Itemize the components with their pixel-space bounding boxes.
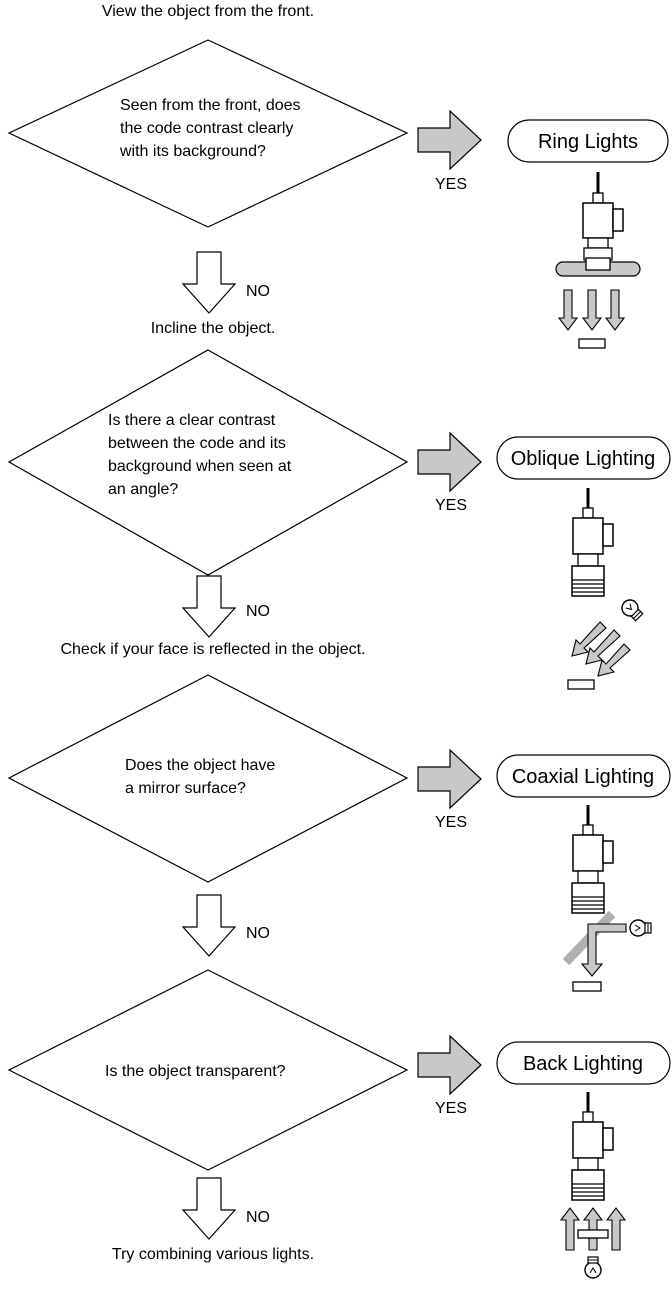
coaxial-light-bulb-icon	[629, 919, 652, 937]
question-2-line-1: Is there a clear contrast	[108, 412, 276, 429]
question-1-line-2: the code contrast clearly	[120, 120, 293, 137]
light-box-1	[507, 119, 669, 163]
question-2-line-4: an angle?	[108, 481, 178, 498]
back-light-bulb-icon	[584, 1256, 602, 1279]
ring-light-ray-right	[604, 289, 626, 331]
oblique-light-ray-3	[597, 643, 631, 677]
decision-diamond-4	[7, 969, 409, 1171]
question-2-line-3: background when seen at	[108, 458, 292, 475]
no-label-1: NO	[246, 283, 270, 300]
yes-arrow-2	[417, 431, 482, 493]
yes-label-1: YES	[435, 176, 467, 193]
decision-diamond-3	[7, 674, 409, 883]
question-1-line-3: with its background?	[119, 143, 266, 160]
coaxial-light-target	[572, 981, 602, 992]
light-box-4	[496, 1041, 671, 1085]
yes-label-3: YES	[435, 814, 467, 831]
oblique-light-bulb-icon	[617, 595, 646, 624]
oblique-light-ray-1	[571, 621, 607, 657]
light-label-back: Back Lighting	[523, 1053, 643, 1075]
question-3-line-1: Does the object have	[125, 757, 275, 774]
light-label-oblique: Oblique Lighting	[511, 448, 656, 470]
no-arrow-2	[181, 575, 237, 638]
ring-light-ray-center	[581, 289, 603, 331]
step-1-text: View the object from the front.	[102, 3, 314, 20]
question-1-line-1: Seen from the front, does	[120, 97, 301, 114]
yes-arrow-1	[417, 109, 482, 171]
no-arrow-3	[181, 894, 237, 957]
ring-light-ray-left	[557, 289, 579, 331]
light-label-ring: Ring Lights	[538, 131, 638, 153]
decision-diamond-2	[7, 349, 409, 576]
back-light-ray-left	[559, 1207, 581, 1251]
step-4-text: Try combining various lights.	[112, 1246, 314, 1263]
no-label-2: NO	[246, 603, 270, 620]
question-3-line-2: a mirror surface?	[125, 780, 246, 797]
step-3-text: Check if your face is reflected in the o…	[60, 641, 365, 658]
back-light-target	[577, 1229, 609, 1239]
oblique-light-target	[567, 679, 595, 690]
no-label-4: NO	[246, 1209, 270, 1226]
coaxial-light-ray	[580, 923, 627, 977]
ring-light-target	[578, 338, 606, 349]
light-label-coaxial: Coaxial Lighting	[512, 766, 654, 788]
light-box-3	[496, 754, 671, 798]
oblique-light-ray-2	[585, 629, 621, 665]
question-4-line-1: Is the object transparent?	[105, 1063, 286, 1080]
oblique-light-illustration	[567, 486, 646, 690]
light-box-2	[496, 436, 671, 480]
yes-label-4: YES	[435, 1100, 467, 1117]
decision-diamond-1	[7, 39, 409, 228]
step-2-text: Incline the object.	[151, 320, 276, 337]
question-2-line-2: between the code and its	[108, 435, 286, 452]
no-arrow-4	[181, 1177, 237, 1240]
back-light-illustration	[559, 1090, 627, 1279]
no-label-3: NO	[246, 925, 270, 942]
no-arrow-1	[181, 251, 237, 314]
coaxial-light-illustration	[562, 803, 652, 992]
ring-light-illustration	[555, 172, 641, 349]
back-light-ray-center	[582, 1207, 604, 1251]
yes-arrow-4	[417, 1034, 482, 1096]
yes-label-2: YES	[435, 497, 467, 514]
yes-arrow-3	[417, 748, 482, 810]
back-light-ray-right	[605, 1207, 627, 1251]
